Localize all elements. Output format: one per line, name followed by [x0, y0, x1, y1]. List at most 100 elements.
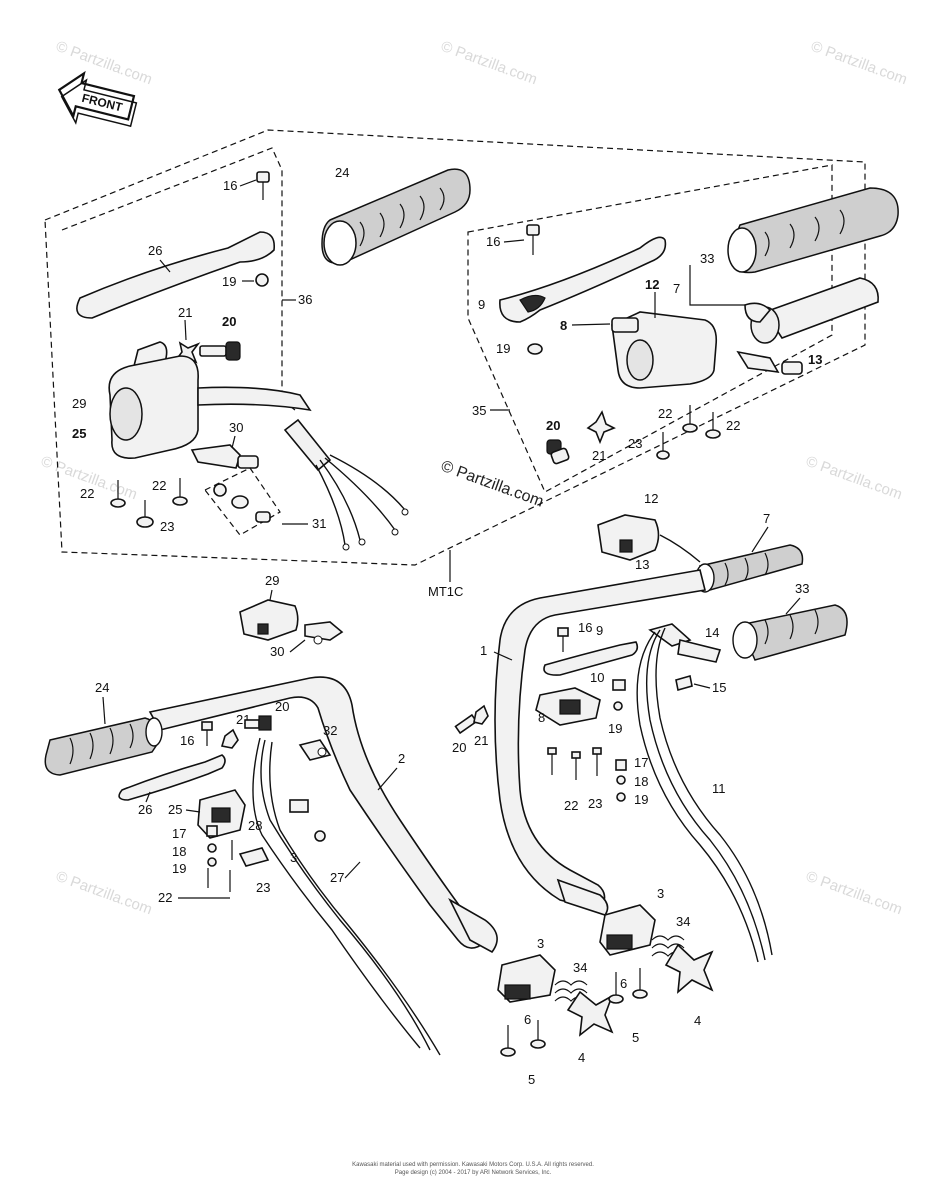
callout-8: 8: [538, 710, 545, 725]
callout-13: 13: [635, 557, 649, 572]
callout-35: 35: [472, 403, 486, 418]
callout-17: 17: [172, 826, 186, 841]
footer-copyright: Kawasaki material used with permission. …: [352, 1162, 594, 1168]
center-watermark: © Partzilla.com: [439, 458, 546, 511]
switch-housing-25-lower: [197, 789, 246, 839]
grip-33: [727, 187, 899, 274]
bolts-5-right: [608, 968, 648, 1004]
callout-7: 7: [673, 281, 680, 296]
callout-7: 7: [763, 511, 770, 526]
wire-27: [252, 737, 441, 1056]
screw-22-lower: [207, 868, 231, 892]
callout-33: 33: [795, 581, 809, 596]
part-18-lower: [207, 843, 217, 853]
callout-13: 13: [808, 352, 822, 367]
callout-27: 27: [330, 870, 344, 885]
callout-9: 9: [478, 297, 485, 312]
callout-10: 10: [590, 670, 604, 685]
callout-22: 22: [726, 418, 740, 433]
callout-30: 30: [270, 644, 284, 659]
screws-right-lower: [547, 747, 602, 780]
bolt-16-right: [526, 224, 540, 255]
throttle-tube: [744, 277, 879, 344]
lever-9-lower: [543, 641, 639, 676]
callout-19: 19: [608, 721, 622, 736]
handlebar-left-2: [148, 676, 498, 954]
cable-11: [636, 627, 773, 963]
screw-20-right-lower: [454, 713, 478, 735]
screw-22d: [705, 412, 721, 439]
callout-19: 19: [222, 274, 236, 289]
callout-18: 18: [172, 844, 186, 859]
callout-29: 29: [72, 396, 86, 411]
screw-22a: [110, 480, 126, 508]
callout-23: 23: [588, 796, 602, 811]
callout-30: 30: [229, 420, 243, 435]
screw-23-right: [656, 432, 670, 460]
grip-24: [321, 168, 471, 266]
nut-19: [255, 273, 269, 287]
screw-20-right: [546, 439, 570, 465]
part-30: [190, 444, 259, 469]
callout-20: 20: [452, 740, 466, 755]
watermark: © Partzilla.com: [804, 868, 905, 919]
callout-26: 26: [148, 243, 162, 258]
callout-19: 19: [496, 341, 510, 356]
switch-cover-29: [239, 599, 299, 641]
watermark: © Partzilla.com: [439, 38, 540, 89]
callout-17: 17: [634, 755, 648, 770]
lever-26: [76, 231, 276, 319]
callout-21: 21: [474, 733, 488, 748]
bolt-16-lower: [201, 721, 213, 746]
screw-20: [199, 341, 241, 361]
lever-9: [499, 236, 667, 323]
footer-page-design: Page design (c) 2004 - 2017 by ARI Netwo…: [394, 1170, 552, 1176]
callout-25: 25: [72, 426, 86, 441]
switch-housing-8-lower: [535, 687, 601, 726]
part-31b: [231, 495, 249, 509]
part-31c: [255, 511, 271, 523]
callout-20: 20: [222, 314, 236, 329]
part-15: [675, 674, 693, 692]
callout-22: 22: [152, 478, 166, 493]
part-21-right: [586, 410, 616, 445]
grip-7: [695, 544, 804, 593]
bolts-5-left: [500, 1020, 546, 1057]
clamp-right-3: [599, 904, 656, 956]
callout-19: 19: [634, 792, 648, 807]
callout-15: 15: [712, 680, 726, 695]
callout-11: 11: [712, 781, 726, 796]
callout-3: 3: [537, 936, 544, 951]
callout-6: 6: [524, 1012, 531, 1027]
right-kit-boundary: [467, 164, 833, 493]
callout-22: 22: [564, 798, 578, 813]
callout-25: 25: [168, 802, 182, 817]
switch-cover-12: [597, 514, 660, 561]
callout-21: 21: [592, 448, 606, 463]
screw-22c: [682, 405, 698, 433]
watermark: © Partzilla.com: [804, 453, 905, 504]
nut-19-right: [527, 343, 543, 355]
callout-8: 8: [560, 318, 567, 333]
screw-23: [136, 500, 154, 528]
kit-31-boundary: [204, 467, 281, 536]
callout-4: 4: [578, 1050, 585, 1065]
callout-16: 16: [578, 620, 592, 635]
callout-29: 29: [265, 573, 279, 588]
part-21-right-lower: [473, 704, 489, 725]
knob-4-left: [566, 990, 614, 1037]
callout-22: 22: [80, 486, 94, 501]
callout-12: 12: [645, 277, 659, 292]
grip-33-lower: [732, 604, 848, 661]
callout-22: 22: [658, 406, 672, 421]
callout-16: 16: [486, 234, 500, 249]
callout-16: 16: [223, 178, 237, 193]
wiring-harness-left: [283, 418, 409, 551]
callout-5: 5: [528, 1072, 535, 1087]
part-17-right: [615, 759, 627, 771]
part-30-lower: [304, 621, 344, 645]
callout-33: 33: [700, 251, 714, 266]
part-32: [298, 739, 332, 761]
callout-34: 34: [573, 960, 587, 975]
clamp-left-3: [497, 954, 556, 1003]
